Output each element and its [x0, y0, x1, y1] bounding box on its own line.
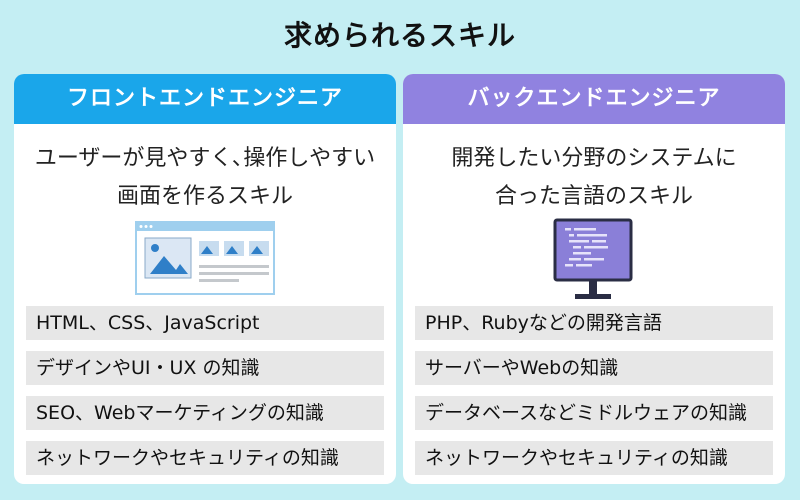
frontend-description: ユーザーが見やすく､操作しやすい 画面を作るスキル [14, 140, 396, 216]
backend-description-line-2: 合った言語のスキル [494, 184, 693, 209]
backend-description: 開発したい分野のシステムに 合った言語のスキル [403, 140, 785, 216]
frontend-skill-item: デザインやUI・UX の知識 [26, 351, 384, 385]
backend-header: バックエンドエンジニア [403, 74, 785, 124]
backend-description-line-1: 開発したい分野のシステムに [451, 146, 737, 171]
page-title: 求められるスキル [283, 19, 516, 52]
frontend-header: フロントエンドエンジニア [14, 74, 396, 124]
backend-skill-item: サーバーやWebの知識 [415, 351, 773, 385]
frontend-description-line-1: ユーザーが見やすく､操作しやすい [34, 146, 376, 171]
web-page-wireframe-icon [135, 221, 275, 295]
frontend-skill-item: SEO、Webマーケティングの知識 [26, 396, 384, 430]
backend-skill-item: ネットワークやセキュリティの知識 [415, 441, 773, 475]
backend-card: バックエンドエンジニア 開発したい分野のシステムに 合った言語のスキル PHP、… [403, 74, 785, 484]
frontend-skill-item: HTML、CSS、JavaScript [26, 306, 384, 340]
code-monitor-icon [553, 218, 633, 299]
backend-skill-list: PHP、Rubyなどの開発言語 サーバーやWebの知識 データベースなどミドルウ… [415, 306, 773, 484]
frontend-skill-list: HTML、CSS、JavaScript デザインやUI・UX の知識 SEO、W… [26, 306, 384, 484]
frontend-skill-item: ネットワークやセキュリティの知識 [26, 441, 384, 475]
backend-skill-item: PHP、Rubyなどの開発言語 [415, 306, 773, 340]
frontend-card: フロントエンドエンジニア ユーザーが見やすく､操作しやすい 画面を作るスキル H [14, 74, 396, 484]
backend-skill-item: データベースなどミドルウェアの知識 [415, 396, 773, 430]
frontend-description-line-2: 画面を作るスキル [116, 184, 293, 209]
